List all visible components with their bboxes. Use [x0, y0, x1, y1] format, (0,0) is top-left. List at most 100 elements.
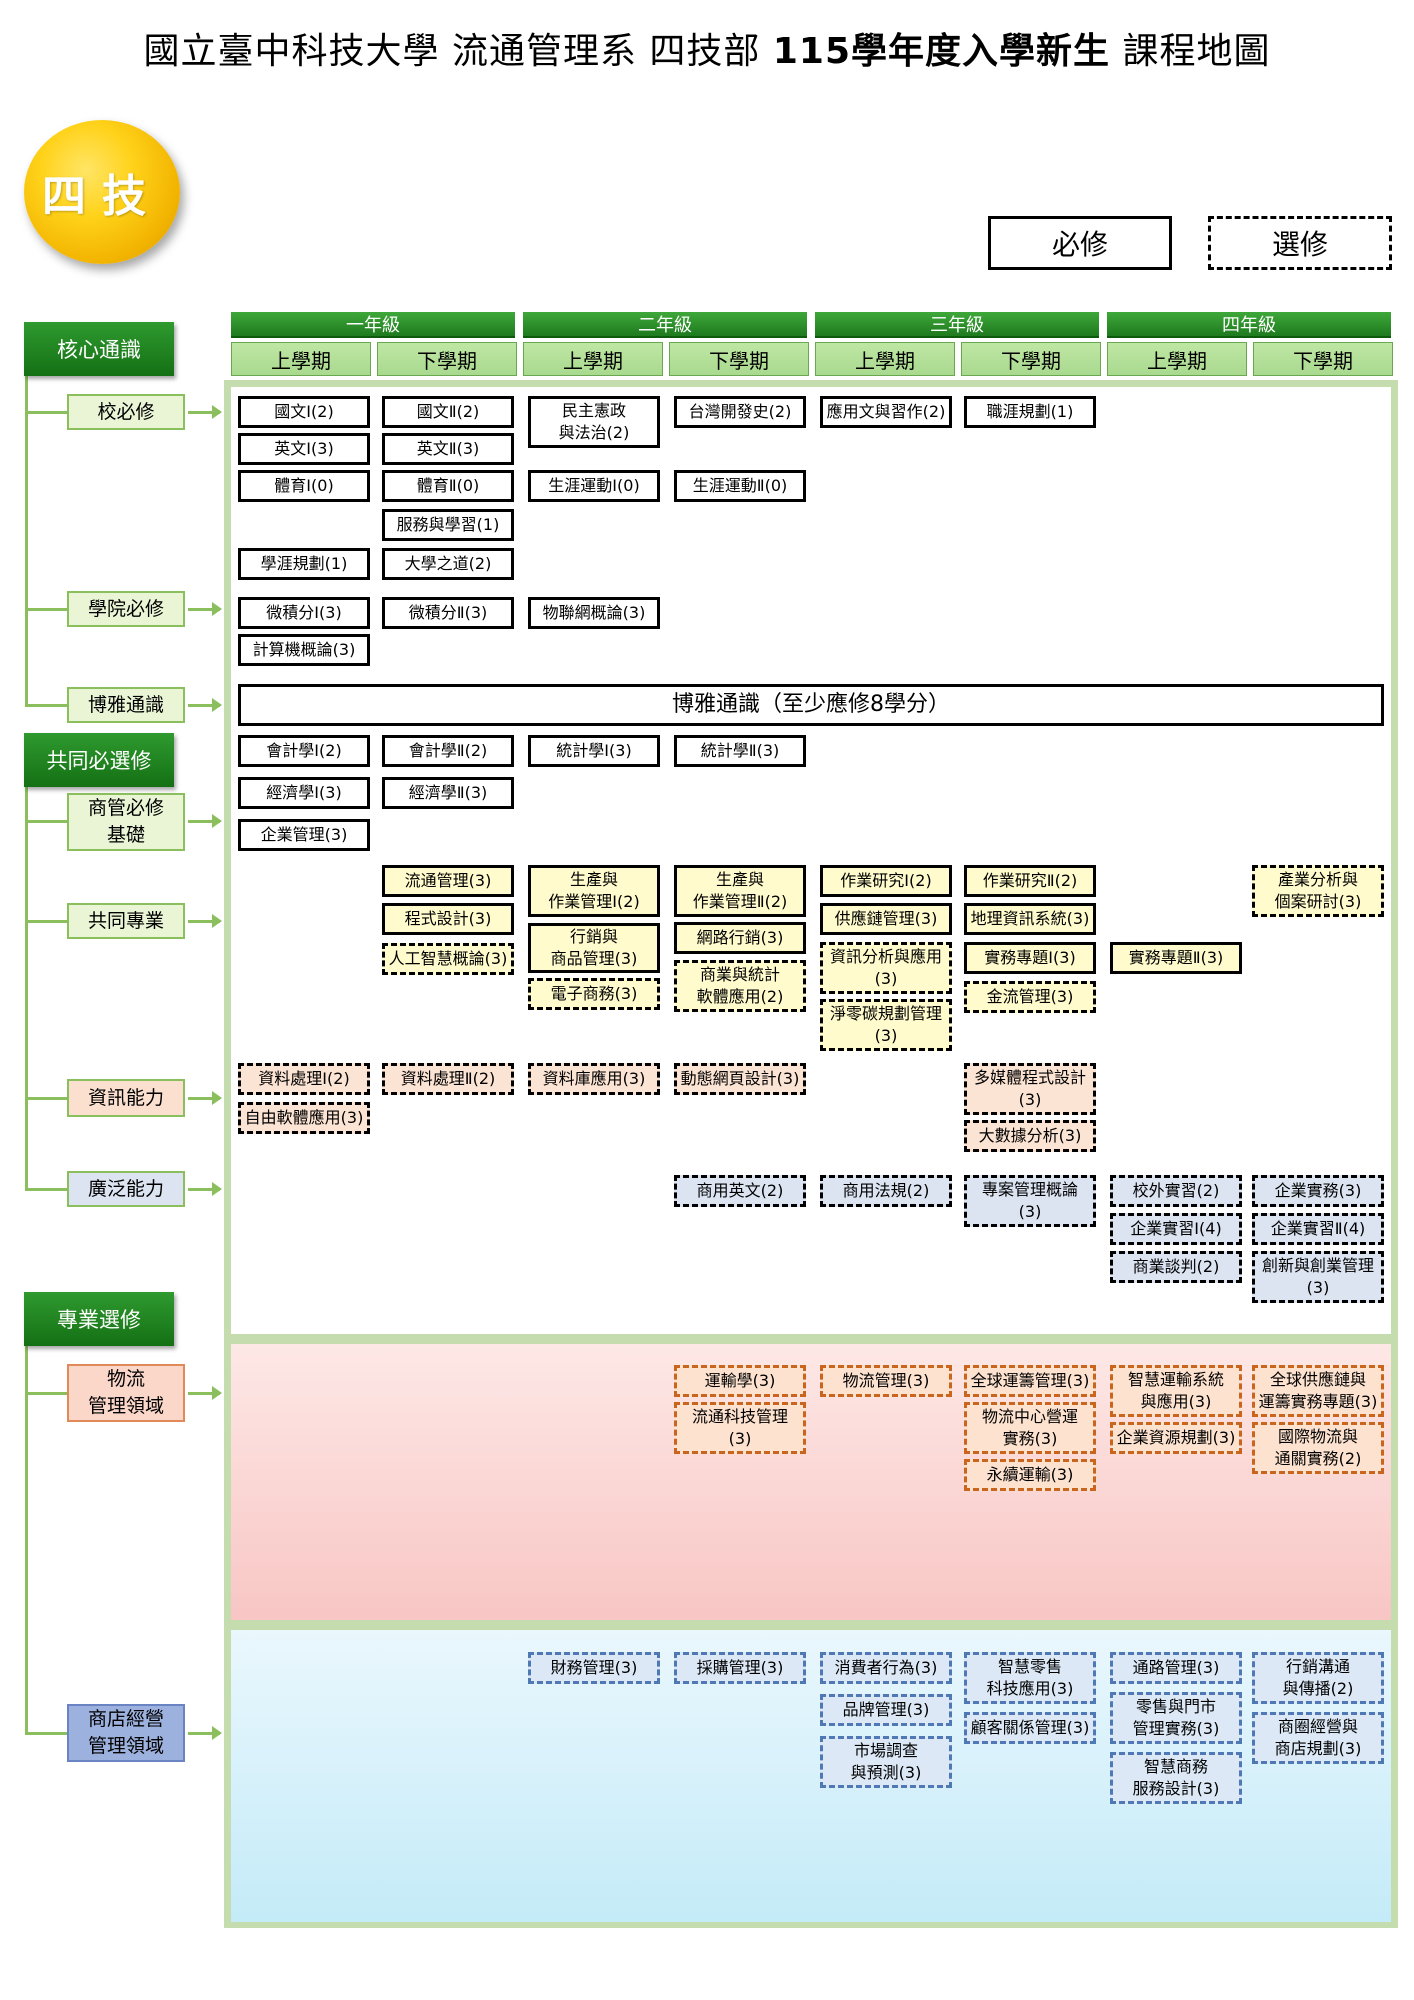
- liberal-arts-bar: 博雅通識（至少應修8學分）: [238, 684, 1384, 726]
- course-box: 台灣開發史(2): [674, 396, 806, 428]
- course-box: 顧客關係管理(3): [964, 1712, 1096, 1744]
- course-box: 程式設計(3): [382, 903, 514, 935]
- legend-required: 必修: [988, 216, 1172, 270]
- tree-line: [25, 920, 67, 923]
- course-box: 行銷溝通 與傳播(2): [1252, 1652, 1384, 1704]
- course-box: 永續運輸(3): [964, 1459, 1096, 1491]
- arrow-icon: [188, 1091, 222, 1105]
- course-box: 物流中心營運 實務(3): [964, 1402, 1096, 1454]
- group-common-required-elective: 共同必選修: [24, 733, 174, 787]
- course-box: 品牌管理(3): [820, 1694, 952, 1726]
- title-school-dept: 國立臺中科技大學 流通管理系 四技部: [143, 31, 773, 72]
- arrow-icon: [188, 814, 222, 828]
- course-box: 生涯運動Ⅱ(0): [674, 470, 806, 502]
- section-divider: [231, 1334, 1391, 1344]
- group-core-general-education: 核心通識: [24, 322, 174, 376]
- course-box: 英文Ⅱ(3): [382, 433, 514, 465]
- category-school-required: 校必修: [67, 394, 185, 430]
- tree-line: [25, 376, 28, 706]
- tree-line: [25, 820, 67, 823]
- year-2-header: 二年級: [523, 312, 807, 338]
- category-business-basic: 商管必修 基礎: [67, 793, 185, 851]
- arrow-icon: [188, 602, 222, 616]
- course-box: 自由軟體應用(3): [238, 1102, 370, 1134]
- course-box: 企業實務(3): [1252, 1175, 1384, 1207]
- course-box: 生涯運動Ⅰ(0): [528, 470, 660, 502]
- tree-line: [25, 704, 67, 707]
- title-suffix: 課程地圖: [1110, 31, 1271, 72]
- arrow-icon: [188, 1386, 222, 1400]
- tree-line: [25, 1732, 67, 1735]
- course-box: 國文Ⅱ(2): [382, 396, 514, 428]
- course-box: 市場調查 與預測(3): [820, 1736, 952, 1788]
- course-box: 實務專題Ⅱ(3): [1110, 942, 1242, 974]
- course-box: 微積分Ⅱ(3): [382, 597, 514, 629]
- course-box: 大數據分析(3): [964, 1120, 1096, 1152]
- tree-line: [25, 608, 67, 611]
- year-1-header: 一年級: [231, 312, 515, 338]
- course-box: 企業資源規劃(3): [1110, 1422, 1242, 1454]
- tree-line: [25, 786, 28, 1190]
- tree-line: [25, 411, 67, 414]
- course-box: 會計學Ⅰ(2): [238, 735, 370, 767]
- course-box: 通路管理(3): [1110, 1652, 1242, 1684]
- course-box: 運輸學(3): [674, 1365, 806, 1397]
- course-box: 地理資訊系統(3): [964, 903, 1096, 935]
- course-box: 資料庫應用(3): [528, 1063, 660, 1095]
- arrow-icon: [188, 698, 222, 712]
- arrow-icon: [188, 914, 222, 928]
- course-box: 商用英文(2): [674, 1175, 806, 1207]
- course-box: 商圈經營與 商店規劃(3): [1252, 1712, 1384, 1764]
- course-box: 作業研究Ⅰ(2): [820, 865, 952, 897]
- semester-header: 上學期: [231, 342, 371, 376]
- course-box: 商業與統計 軟體應用(2): [674, 960, 806, 1012]
- program-badge: 四技: [24, 120, 180, 264]
- course-box: 全球供應鏈與 運籌實務專題(3): [1252, 1365, 1384, 1417]
- arrow-icon: [188, 1182, 222, 1196]
- course-box: 動態網頁設計(3): [674, 1063, 806, 1095]
- course-box: 校外實習(2): [1110, 1175, 1242, 1207]
- category-logistics: 物流 管理領域: [67, 1364, 185, 1422]
- course-box: 採購管理(3): [674, 1652, 806, 1684]
- course-box: 智慧零售 科技應用(3): [964, 1652, 1096, 1704]
- course-box: 商用法規(2): [820, 1175, 952, 1207]
- course-box: 智慧商務 服務設計(3): [1110, 1752, 1242, 1804]
- course-box: 民主憲政 與法治(2): [528, 396, 660, 448]
- course-box: 財務管理(3): [528, 1652, 660, 1684]
- course-box: 電子商務(3): [528, 978, 660, 1010]
- legend-elective: 選修: [1208, 216, 1392, 270]
- year-4-header: 四年級: [1107, 312, 1391, 338]
- semester-header: 上學期: [815, 342, 955, 376]
- category-store: 商店經營 管理領域: [67, 1704, 185, 1762]
- page-title: 國立臺中科技大學 流通管理系 四技部 115學年度入學新生 課程地圖: [0, 22, 1414, 74]
- course-box: 專案管理概論 (3): [964, 1175, 1096, 1227]
- arrow-icon: [188, 1726, 222, 1740]
- title-cohort: 115學年度入學新生: [772, 31, 1111, 72]
- course-box: 體育Ⅱ(0): [382, 470, 514, 502]
- category-information: 資訊能力: [67, 1079, 185, 1117]
- course-box: 生產與 作業管理Ⅰ(2): [528, 865, 660, 917]
- course-box: 企業實習Ⅰ(4): [1110, 1213, 1242, 1245]
- course-box: 學涯規劃(1): [238, 548, 370, 580]
- course-box: 統計學Ⅱ(3): [674, 735, 806, 767]
- course-box: 商業談判(2): [1110, 1251, 1242, 1283]
- course-box: 生產與 作業管理Ⅱ(2): [674, 865, 806, 917]
- category-college-required: 學院必修: [67, 591, 185, 627]
- year-3-header: 三年級: [815, 312, 1099, 338]
- course-box: 全球運籌管理(3): [964, 1365, 1096, 1397]
- course-box: 企業管理(3): [238, 819, 370, 851]
- course-box: 服務與學習(1): [382, 509, 514, 541]
- course-box: 淨零碳規劃管理 (3): [820, 999, 952, 1051]
- course-box: 國際物流與 通關實務(2): [1252, 1422, 1384, 1474]
- course-box: 企業實習Ⅱ(4): [1252, 1213, 1384, 1245]
- course-box: 實務專題Ⅰ(3): [964, 942, 1096, 974]
- course-box: 計算機概論(3): [238, 634, 370, 666]
- section-divider: [231, 1620, 1391, 1630]
- category-liberal-arts: 博雅通識: [67, 687, 185, 723]
- course-box: 智慧運輸系統 與應用(3): [1110, 1365, 1242, 1417]
- course-box: 消費者行為(3): [820, 1652, 952, 1684]
- course-box: 零售與門市 管理實務(3): [1110, 1692, 1242, 1744]
- course-box: 大學之道(2): [382, 548, 514, 580]
- course-box: 國文Ⅰ(2): [238, 396, 370, 428]
- tree-line: [25, 1392, 67, 1395]
